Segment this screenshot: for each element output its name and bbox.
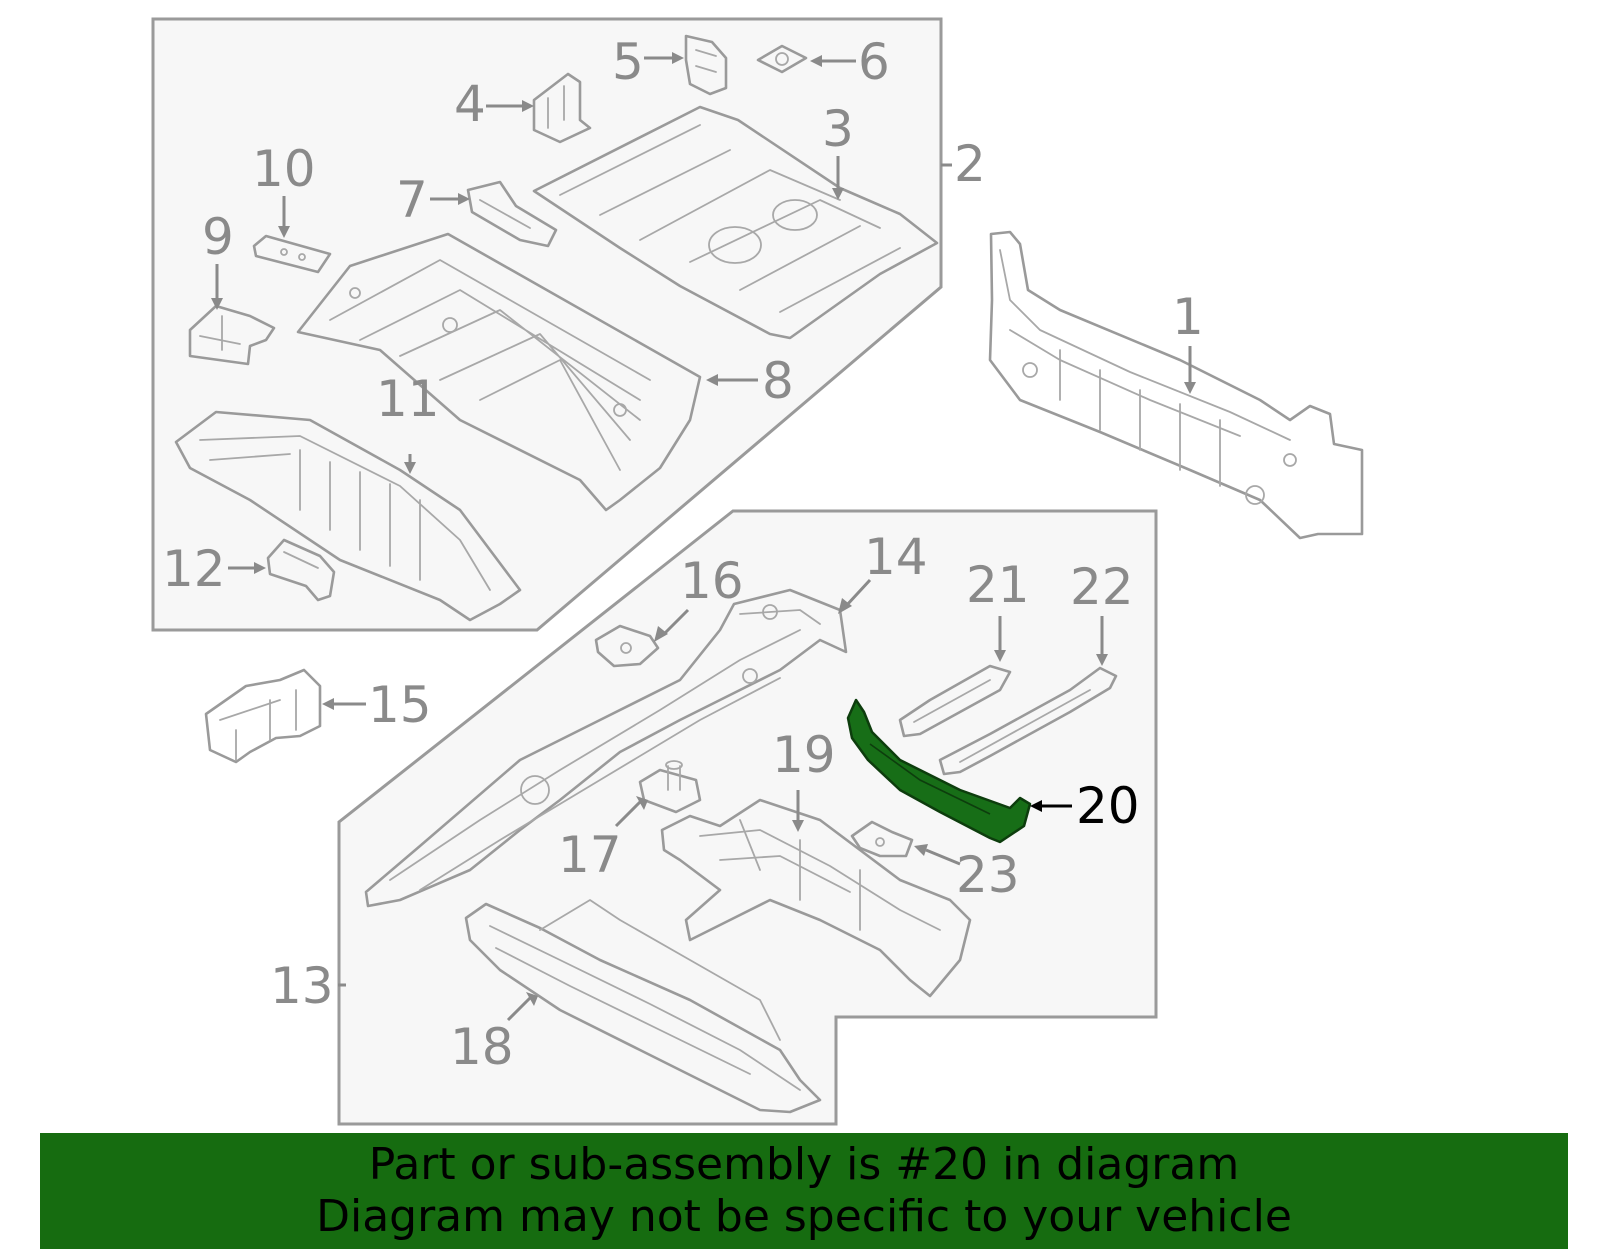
banner-line-part: Part or sub-assembly is #20 in diagram xyxy=(368,1139,1240,1190)
callout-15: 15 xyxy=(368,676,432,734)
leader-lines xyxy=(211,52,1196,1022)
group-box-2 xyxy=(151,17,943,632)
callout-7: 7 xyxy=(396,171,428,229)
part-18-crossmember xyxy=(464,899,822,1114)
callout-20: 20 xyxy=(1076,777,1140,835)
part-5-bracket xyxy=(684,34,728,96)
callout-23: 23 xyxy=(956,846,1020,904)
callout-6: 6 xyxy=(858,33,890,91)
callout-17: 17 xyxy=(558,826,622,884)
parts-diagram: 1 2 3 4 5 6 7 8 9 10 11 12 13 14 15 16 1… xyxy=(151,17,1364,1126)
callout-4: 4 xyxy=(454,75,486,133)
callout-11: 11 xyxy=(376,370,440,428)
part-10-plate xyxy=(252,234,332,274)
callout-9: 9 xyxy=(202,208,234,266)
callout-19: 19 xyxy=(772,726,836,784)
part-9-bracket xyxy=(188,304,276,366)
part-1-rear-panel xyxy=(988,230,1364,540)
callout-22: 22 xyxy=(1070,558,1134,616)
callout-21: 21 xyxy=(966,556,1030,614)
part-6-plate xyxy=(756,44,808,74)
part-4-bracket xyxy=(532,72,592,144)
part-21-reinforcement xyxy=(898,664,1012,738)
callout-18: 18 xyxy=(450,1018,514,1076)
part-3-rear-floor xyxy=(532,105,939,340)
callout-10: 10 xyxy=(252,140,316,198)
banner-line-disclaimer: Diagram may not be specific to your vehi… xyxy=(316,1191,1292,1242)
part-11-crossmember xyxy=(174,410,522,622)
part-22-reinforcement xyxy=(938,666,1118,776)
callout-13: 13 xyxy=(270,957,334,1015)
part-7-bracket xyxy=(466,180,558,248)
part-16-bracket xyxy=(594,624,660,668)
part-23-bracket xyxy=(850,820,914,858)
part-20-highlighted xyxy=(846,698,1032,844)
callout-14: 14 xyxy=(864,528,928,586)
callout-3: 3 xyxy=(822,100,854,158)
part-14-side-rail xyxy=(364,588,848,908)
part-8-front-floor xyxy=(296,232,702,512)
part-19-crossmember xyxy=(660,798,972,998)
part-15-mount xyxy=(204,668,322,764)
info-banner: Part or sub-assembly is #20 in diagram D… xyxy=(40,1133,1568,1249)
part-12-bracket xyxy=(266,538,336,602)
callout-2: 2 xyxy=(954,135,986,193)
callout-16: 16 xyxy=(680,552,744,610)
callout-8: 8 xyxy=(762,352,794,410)
callout-5: 5 xyxy=(612,33,644,91)
callout-1: 1 xyxy=(1172,288,1204,346)
callout-12: 12 xyxy=(162,540,226,598)
